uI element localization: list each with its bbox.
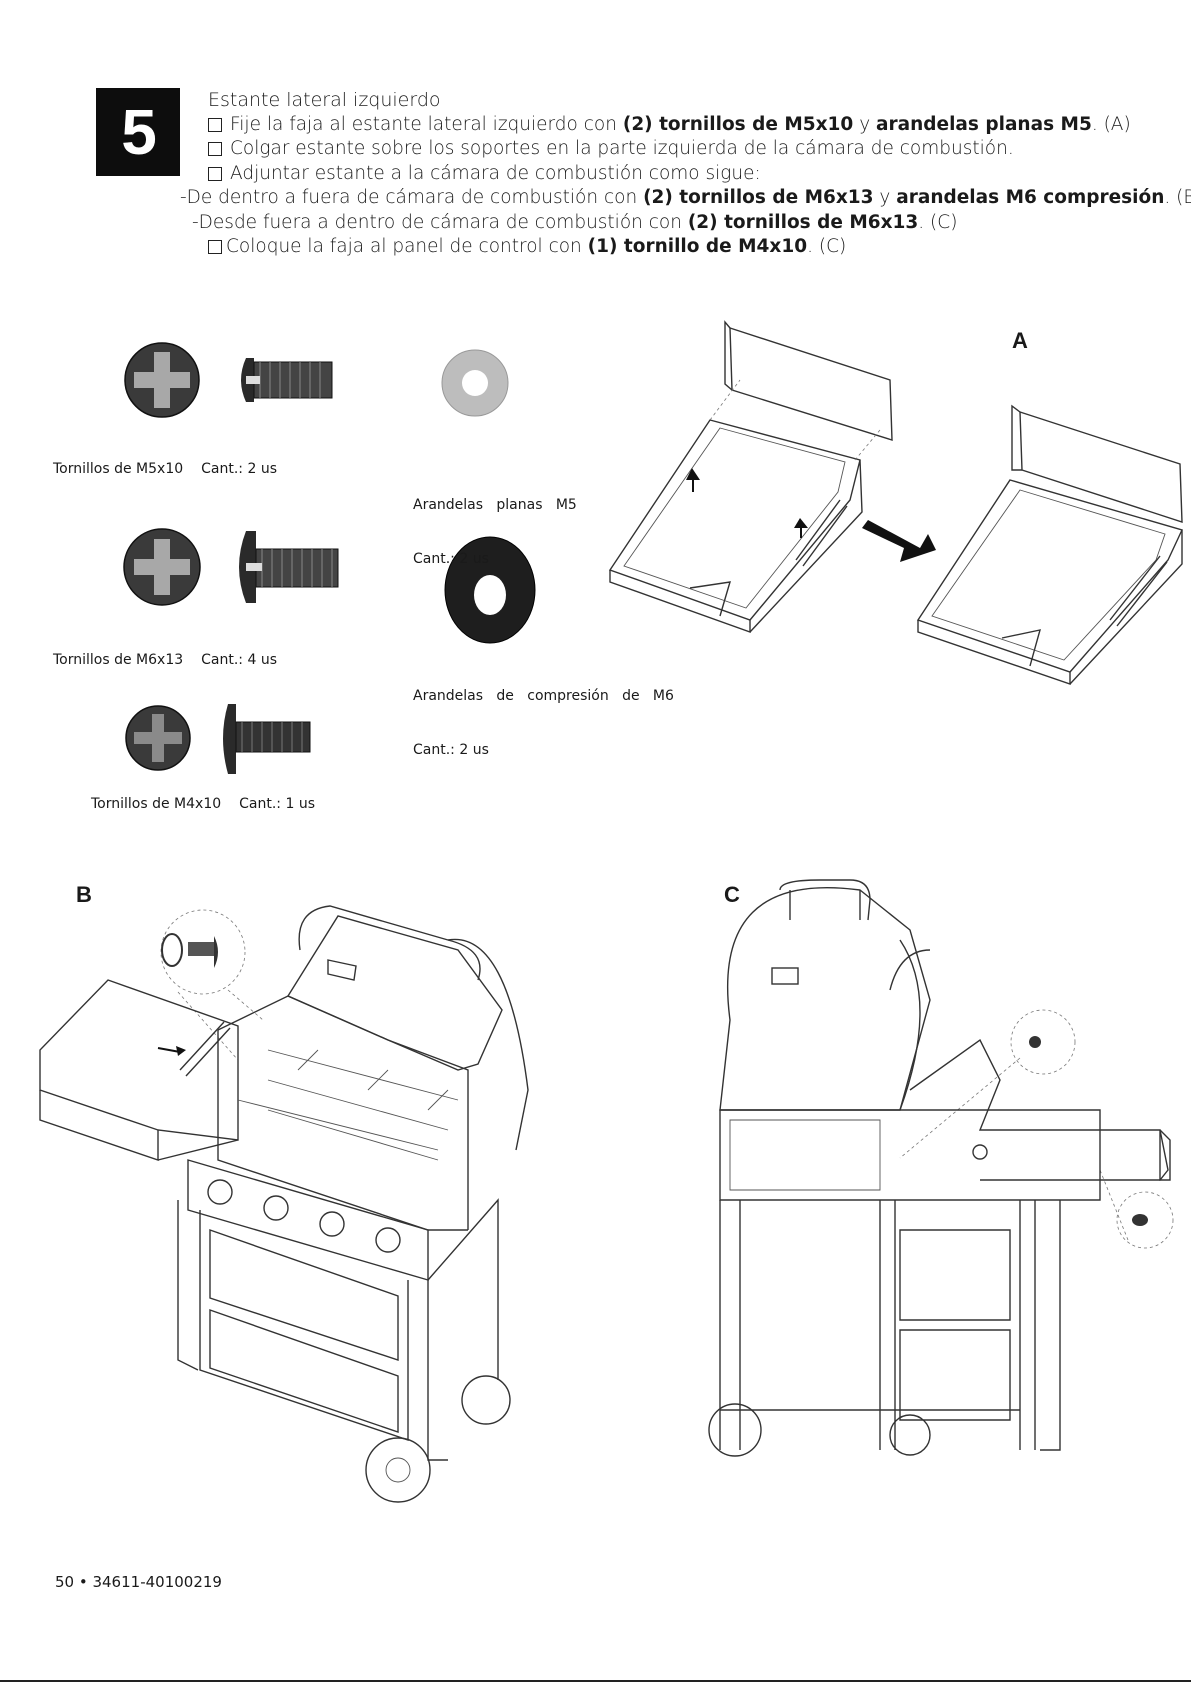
hardware-label-m6-washer: Arandelas de compresión de M6 Cant.: 2 u… [413,688,674,758]
step-number-badge: 5 [96,88,180,176]
diagram-a-side-shelf [608,320,1183,685]
m5x10-screw-icon [124,342,333,418]
diagram-label-b: B [76,882,92,907]
checkbox-icon [208,117,222,132]
m6x13-screw-icon [123,528,339,606]
checkbox-icon [208,166,222,181]
diagram-label-c: C [724,882,740,907]
diagram-b-grill-left-shelf [39,905,529,1503]
checkbox-icon [208,240,222,254]
instruction-line-4: -De dentro a fuera de cámara de combusti… [180,187,1191,208]
instruction-line-3: Adjuntar estante a la cámara de combusti… [208,162,1168,187]
instructions-block: Estante lateral izquierdo Fije la faja a… [180,88,1191,260]
m6-compression-washer-icon [444,536,536,644]
diagram-label-a: A [1012,328,1028,353]
checkbox-icon [208,142,222,156]
page-footer: 50 • 34611-40100219 [55,1573,222,1591]
instruction-line-5: -Desde fuera a dentro de cámara de combu… [192,211,958,233]
instruction-line-6: Coloque la faja al panel de control con … [208,235,1168,260]
m4x10-screw-icon [125,704,311,774]
diagram-c-grill-front [708,879,1174,1457]
m5-flat-washer-icon [441,349,509,417]
instructions-title: Estante lateral izquierdo [208,89,441,111]
instruction-line-2: Colgar estante sobre los soportes en la … [208,137,1168,162]
hardware-label-m5-washer: Arandelas planas M5 Cant.: 2 us [413,497,577,567]
instruction-line-1: Fije la faja al estante lateral izquierd… [208,113,1168,138]
bottom-rule [0,1680,1191,1682]
